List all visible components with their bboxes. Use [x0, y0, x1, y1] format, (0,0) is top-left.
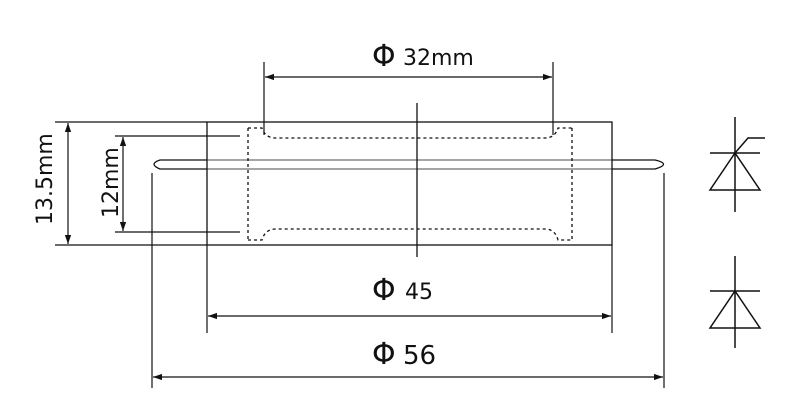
inner-profile [247, 127, 573, 241]
thyristor-symbol [708, 117, 765, 212]
inner-diameter-label: 32mm [403, 46, 474, 71]
dim-middle-diameter [206, 245, 613, 333]
flange [153, 159, 665, 170]
phi-symbol-inner: Φ [372, 39, 396, 74]
middle-diameter-label: 45 [405, 280, 433, 305]
inner-height-label: 12mm [99, 147, 124, 218]
dim-outer-diameter [151, 173, 665, 388]
housing-body [206, 121, 613, 246]
total-height-label: 13.5mm [33, 133, 58, 225]
flange-edge [207, 159, 612, 170]
phi-symbol-middle: Φ [372, 273, 396, 308]
dim-total-height [55, 121, 207, 246]
dim-inner-height [115, 135, 240, 233]
diode-symbol [708, 256, 762, 348]
outer-diameter-label: 56 [403, 341, 436, 371]
dim-inner-diameter [263, 62, 554, 135]
device-outline [153, 121, 665, 246]
phi-symbol-outer: Φ [372, 337, 396, 372]
